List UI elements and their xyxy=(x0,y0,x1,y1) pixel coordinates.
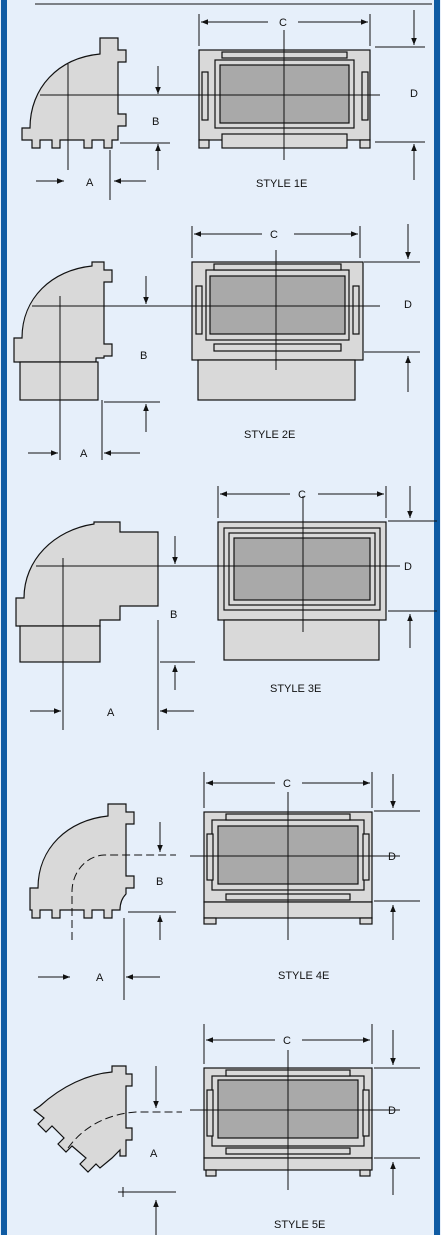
style-3e-label-b: B xyxy=(170,609,177,621)
style-3e-front-opening xyxy=(233,537,371,601)
style-2e-label-d: D xyxy=(404,299,412,311)
style-5e-label-c: C xyxy=(283,1035,291,1047)
style-1e-caption: STYLE 1E xyxy=(256,178,307,190)
style-3e-front-body xyxy=(223,619,380,661)
style-4e-label-d: D xyxy=(388,851,396,863)
style-3e-side-elbow xyxy=(15,521,159,627)
style-4e-side-elbow xyxy=(29,803,135,919)
style-5e-dimension-lines xyxy=(67,1024,420,1235)
style-5e-centers xyxy=(118,1109,293,1197)
style-3e-label-c: C xyxy=(298,489,306,501)
style-1e-label-c: C xyxy=(279,17,287,29)
style-2e-label-b: B xyxy=(140,350,147,362)
style-1e-side-elbow xyxy=(21,37,127,149)
style-5e-label-a: A xyxy=(150,1148,158,1160)
style-4e-label-b: B xyxy=(156,876,163,888)
style-4e-label-a: A xyxy=(96,972,104,984)
style-2e-side-elbow xyxy=(13,261,113,363)
style-1e-label-a: A xyxy=(86,177,94,189)
style-4e-caption: STYLE 4E xyxy=(278,970,329,982)
style-5e-label-d: D xyxy=(388,1105,396,1117)
style-2e-caption: STYLE 2E xyxy=(244,429,295,441)
style-1e-label-d: D xyxy=(410,88,418,100)
style-4e-label-c: C xyxy=(283,778,291,790)
style-3e-centers xyxy=(58,561,308,571)
style-5e-caption: STYLE 5E xyxy=(274,1219,325,1231)
style-3e-label-a: A xyxy=(107,707,115,719)
style-3e-group xyxy=(15,521,387,663)
style-3e-side-body xyxy=(19,625,101,663)
style-2e-group xyxy=(13,261,364,401)
style-1e-label-b: B xyxy=(152,116,159,128)
style-2e-label-c: C xyxy=(270,229,278,241)
style-4e-dimension-lines xyxy=(38,772,420,1000)
style-3e-label-d: D xyxy=(404,561,412,573)
style-2e-label-a: A xyxy=(80,448,88,460)
style-2e-dimension-lines xyxy=(28,224,420,460)
style-5e-side-elbow xyxy=(32,1065,133,1173)
style-2e-side-body xyxy=(19,361,99,401)
style-2e-centers xyxy=(55,301,281,311)
right-frame-bar xyxy=(434,0,440,1235)
style-2e-front-opening xyxy=(209,275,346,335)
style-3e-dimension-lines xyxy=(30,486,437,730)
style-1e-centers xyxy=(63,90,289,100)
style-3e-caption: STYLE 3E xyxy=(270,683,321,695)
left-frame-bar xyxy=(1,0,7,1235)
